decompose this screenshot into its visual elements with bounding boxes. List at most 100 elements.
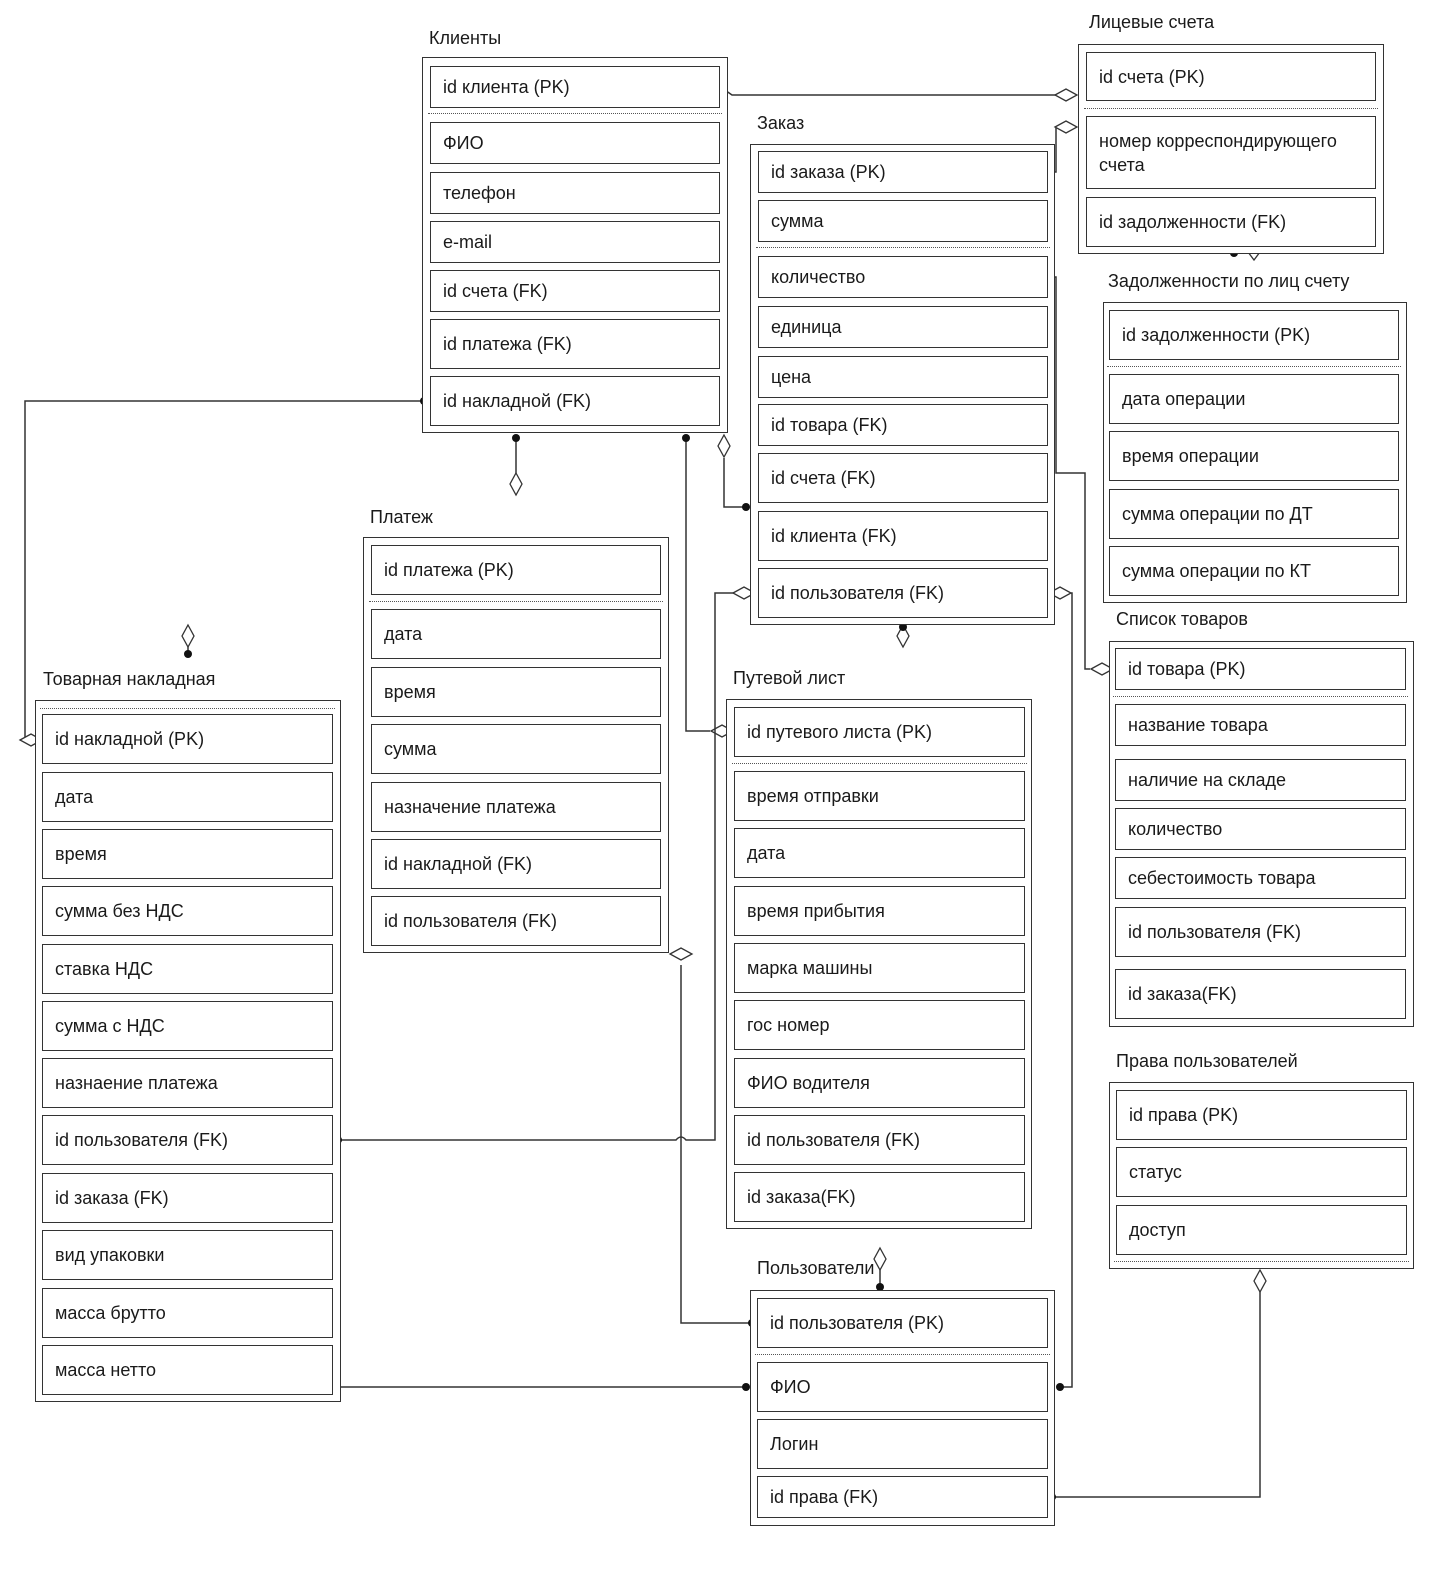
entity-separator [1114,1261,1409,1262]
field-products-1[interactable]: название товара [1115,704,1406,746]
field-products-6[interactable]: id заказа(FK) [1115,969,1406,1019]
field-debts-0[interactable]: id задолженности (PK) [1109,310,1399,360]
field-rights-0[interactable]: id права (PK) [1116,1090,1407,1140]
field-waybill-1[interactable]: время отправки [734,771,1025,821]
aggregation-diamond [181,623,195,649]
entity-separator [1113,696,1408,697]
field-products-4[interactable]: себестоимость товара [1115,857,1406,899]
connector-dot [876,1283,884,1291]
field-invoice-5[interactable]: сумма с НДС [42,1001,333,1051]
field-orders-0[interactable]: id заказа (PK) [758,151,1048,193]
field-users-2[interactable]: Логин [757,1419,1048,1469]
field-clients-3[interactable]: e-mail [430,221,720,263]
entity-separator [428,113,722,114]
field-products-2[interactable]: наличие на складе [1115,759,1406,801]
field-invoice-7[interactable]: id пользователя (FK) [42,1115,333,1165]
field-products-3[interactable]: количество [1115,808,1406,850]
field-payments-6[interactable]: id пользователя (FK) [371,896,661,946]
field-rights-2[interactable]: доступ [1116,1205,1407,1255]
field-payments-3[interactable]: сумма [371,724,661,774]
rel-orders-products [1050,276,1090,670]
field-orders-5[interactable]: id товара (FK) [758,404,1048,446]
field-clients-6[interactable]: id накладной (FK) [430,376,720,426]
entity-title-waybill: Путевой лист [733,668,846,688]
field-waybill-2[interactable]: дата [734,828,1025,878]
field-waybill-0[interactable]: id путевого листа (PK) [734,707,1025,757]
aggregation-diamond [873,1246,887,1272]
aggregation-diamond [1053,120,1079,134]
field-users-3[interactable]: id права (FK) [757,1476,1048,1518]
field-payments-4[interactable]: назначение платежа [371,782,661,832]
field-orders-3[interactable]: единица [758,306,1048,348]
field-orders-1[interactable]: сумма [758,200,1048,242]
field-invoice-0[interactable]: id накладной (PK) [42,714,333,764]
entity-separator [732,763,1027,764]
field-invoice-1[interactable]: дата [42,772,333,822]
aggregation-diamond [668,947,694,961]
field-debts-1[interactable]: дата операции [1109,374,1399,424]
field-waybill-5[interactable]: гос номер [734,1000,1025,1050]
field-invoice-8[interactable]: id заказа (FK) [42,1173,333,1223]
field-products-5[interactable]: id пользователя (FK) [1115,907,1406,957]
field-waybill-4[interactable]: марка машины [734,943,1025,993]
connector-dot [742,503,750,511]
field-payments-0[interactable]: id платежа (PK) [371,545,661,595]
connector-dot [742,1383,750,1391]
entity-separator [755,1354,1050,1355]
entity-title-debts: Задолженности по лиц счету [1108,271,1350,291]
field-orders-7[interactable]: id клиента (FK) [758,511,1048,561]
field-clients-5[interactable]: id платежа (FK) [430,319,720,369]
field-waybill-7[interactable]: id пользователя (FK) [734,1115,1025,1165]
field-payments-5[interactable]: id накладной (FK) [371,839,661,889]
field-orders-4[interactable]: цена [758,356,1048,398]
field-waybill-3[interactable]: время прибытия [734,886,1025,936]
rel-clients-waybill [685,438,710,732]
aggregation-diamond [1053,88,1079,102]
field-clients-2[interactable]: телефон [430,172,720,214]
field-invoice-10[interactable]: масса брутто [42,1288,333,1338]
field-orders-2[interactable]: количество [758,256,1048,298]
connector-dot [512,434,520,442]
field-debts-4[interactable]: сумма операции по КТ [1109,546,1399,596]
field-invoice-11[interactable]: масса нетто [42,1345,333,1395]
field-invoice-2[interactable]: время [42,829,333,879]
field-accounts-1[interactable]: номер корреспондирующего счета [1086,116,1376,189]
field-accounts-2[interactable]: id задолженности (FK) [1086,197,1376,247]
field-users-0[interactable]: id пользователя (PK) [757,1298,1048,1348]
field-users-1[interactable]: ФИО [757,1362,1048,1412]
entity-title-orders: Заказ [757,113,805,133]
field-clients-1[interactable]: ФИО [430,122,720,164]
connector-dot [899,623,907,631]
field-clients-0[interactable]: id клиента (PK) [430,66,720,108]
field-rights-1[interactable]: статус [1116,1147,1407,1197]
field-orders-8[interactable]: id пользователя (FK) [758,568,1048,618]
entity-separator [40,708,335,709]
field-debts-2[interactable]: время операции [1109,431,1399,481]
connector-dot [1056,1383,1064,1391]
field-invoice-9[interactable]: вид упаковки [42,1230,333,1280]
field-clients-4[interactable]: id счета (FK) [430,270,720,312]
field-payments-2[interactable]: время [371,667,661,717]
field-accounts-0[interactable]: id счета (PK) [1086,52,1376,101]
field-debts-3[interactable]: сумма операции по ДТ [1109,489,1399,539]
field-invoice-6[interactable]: назнаение платежа [42,1058,333,1108]
field-waybill-6[interactable]: ФИО водителя [734,1058,1025,1108]
entity-title-products: Список товаров [1116,609,1248,629]
entity-title-rights: Права пользователей [1116,1051,1298,1071]
rel-payments-users [680,965,752,1324]
field-invoice-3[interactable]: сумма без НДС [42,886,333,936]
field-payments-1[interactable]: дата [371,609,661,659]
entity-separator [1107,366,1401,367]
field-orders-6[interactable]: id счета (FK) [758,453,1048,503]
field-invoice-4[interactable]: ставка НДС [42,944,333,994]
entity-separator [369,601,663,602]
connector-dot [184,650,192,658]
aggregation-diamond [717,433,731,459]
field-waybill-8[interactable]: id заказа(FK) [734,1172,1025,1222]
aggregation-diamond [509,471,523,497]
rel-users-rights [1052,1292,1261,1498]
rel-invoice-waybill [338,592,734,1141]
field-products-0[interactable]: id товара (PK) [1115,648,1406,690]
